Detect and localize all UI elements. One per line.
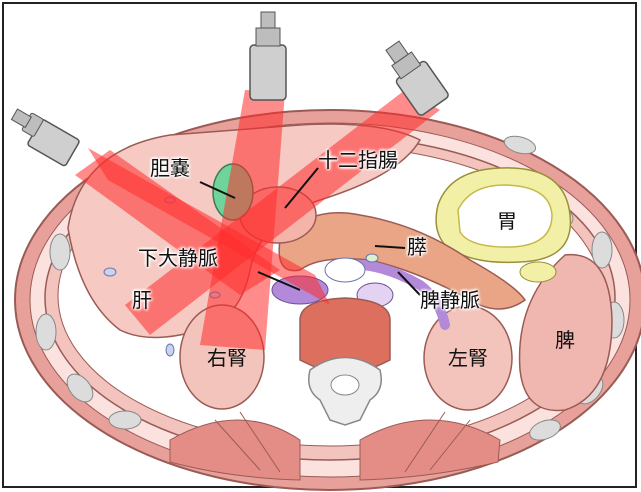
spinal-canal (331, 375, 359, 395)
portal-vessel (325, 258, 365, 282)
stomach-antrum (520, 262, 556, 282)
label-right-kidney: 右腎 (207, 348, 247, 368)
label-liver: 肝 (132, 290, 152, 310)
label-ivc: 下大静脈 (138, 248, 218, 268)
label-spleen: 脾 (555, 330, 575, 350)
label-duodenum: 十二指腸 (318, 150, 398, 170)
label-splenic-vein: 脾静脈 (420, 290, 480, 310)
label-pancreas: 膵 (407, 237, 427, 257)
label-gallbladder: 胆嚢 (150, 158, 190, 178)
label-left-kidney: 左腎 (448, 348, 488, 368)
label-stomach: 胃 (497, 211, 517, 231)
